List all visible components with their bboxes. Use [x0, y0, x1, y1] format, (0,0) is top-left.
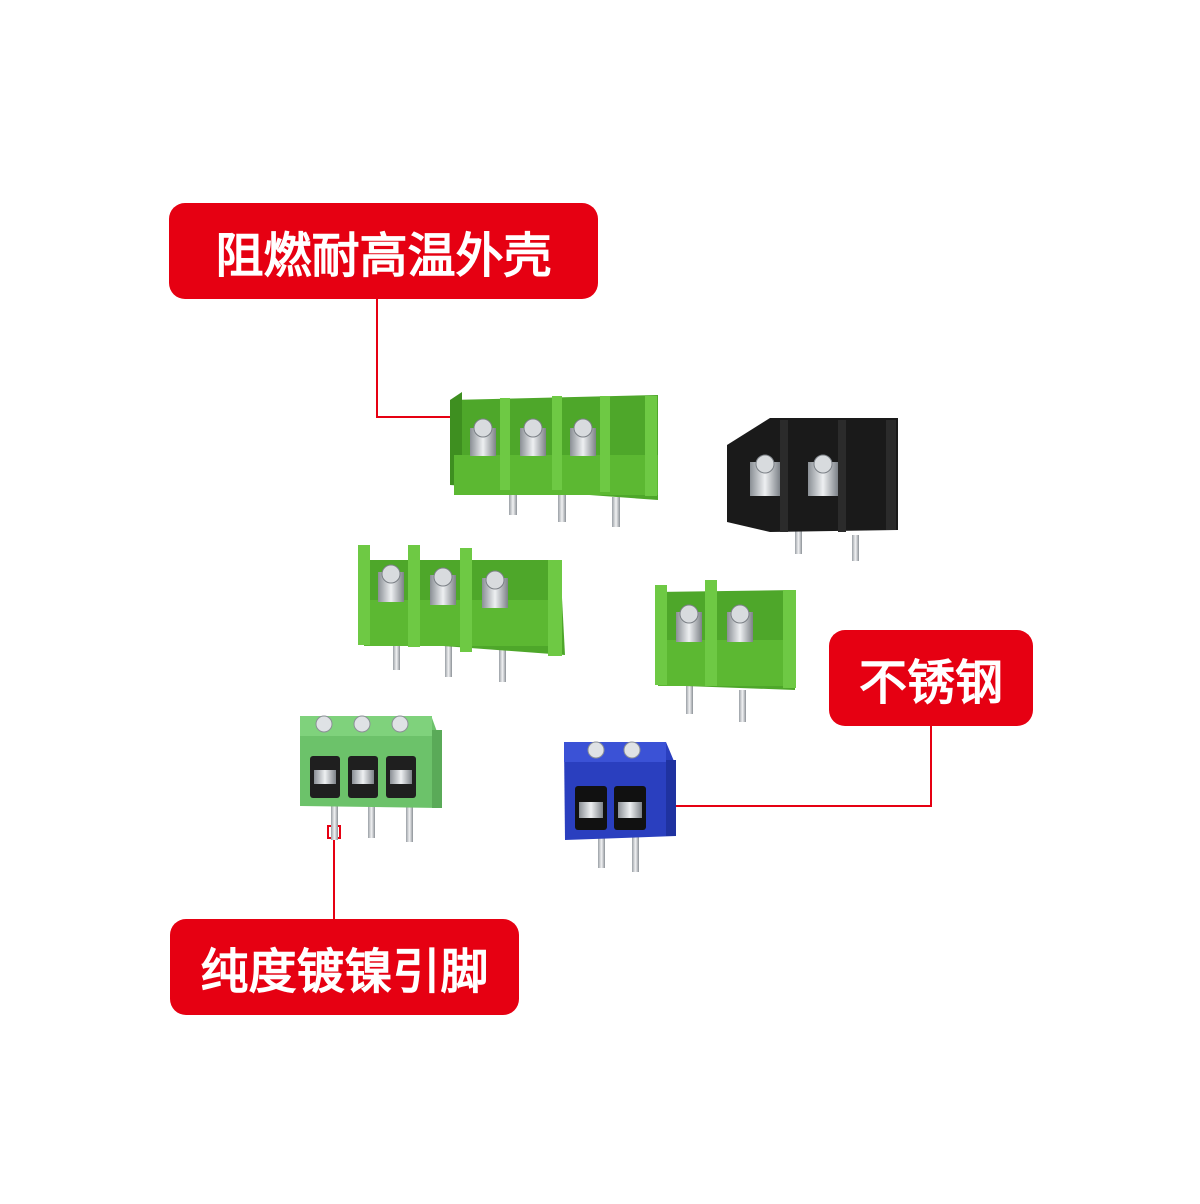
blue-2-pole-screw-terminal	[564, 741, 676, 872]
callout-shell-label: 阻燃耐高温外壳	[169, 203, 598, 299]
callout-pins-label: 纯度镀镍引脚	[170, 919, 519, 1015]
light-green-3-pole-screw-terminal	[300, 715, 442, 842]
green-3-pole-barrier-block-large	[450, 392, 658, 527]
callout-steel-text: 不锈钢	[858, 655, 1003, 711]
callout-steel-label: 不锈钢	[829, 630, 1033, 726]
leader-lines	[333, 299, 932, 919]
leader-line-steel	[627, 726, 932, 807]
green-2-pole-barrier-block	[655, 580, 796, 722]
black-2-pole-barrier-block	[727, 418, 898, 561]
green-3-pole-barrier-block	[358, 545, 565, 682]
leader-line-shell	[376, 299, 463, 418]
callout-shell-text: 阻燃耐高温外壳	[215, 228, 552, 284]
callout-pins-text: 纯度镀镍引脚	[200, 944, 489, 1000]
